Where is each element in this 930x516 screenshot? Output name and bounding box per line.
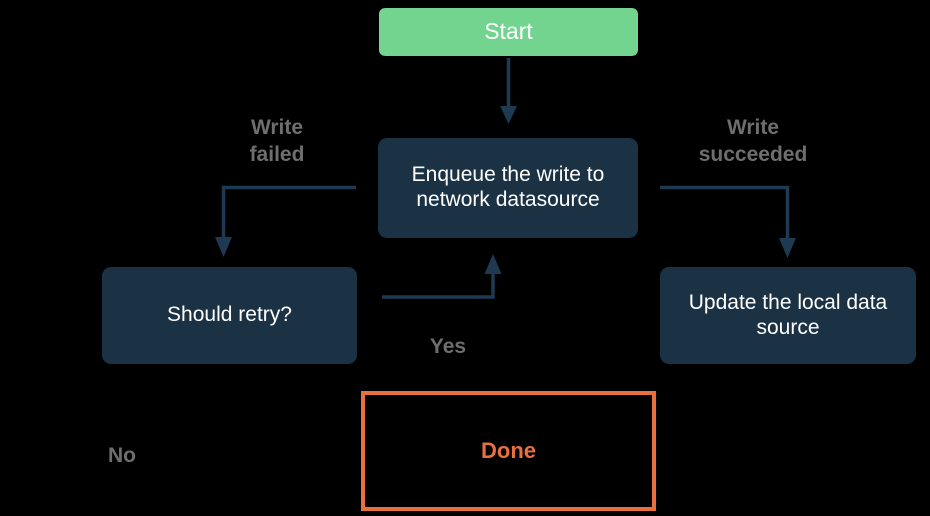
- edge-label-write-succeeded: Write succeeded: [698, 116, 808, 167]
- edge-enqueue-to-retry: [215, 185, 356, 257]
- edge-label-write-failed: Write failed: [249, 116, 305, 167]
- edge-label-yes: Yes: [429, 335, 467, 358]
- edge-retry-yes-to-enqueue: [382, 254, 502, 299]
- node-should-retry[interactable]: Should retry?: [102, 267, 357, 364]
- node-enqueue-write[interactable]: Enqueue the write to network datasource: [378, 138, 638, 238]
- edge-enqueue-to-update: [660, 185, 796, 258]
- edge-label-no: No: [108, 444, 136, 467]
- edge-start-to-enqueue: [500, 58, 517, 124]
- node-update-local-data-source[interactable]: Update the local data source: [660, 267, 916, 364]
- node-start[interactable]: Start: [379, 8, 638, 56]
- node-done[interactable]: Done: [361, 391, 656, 511]
